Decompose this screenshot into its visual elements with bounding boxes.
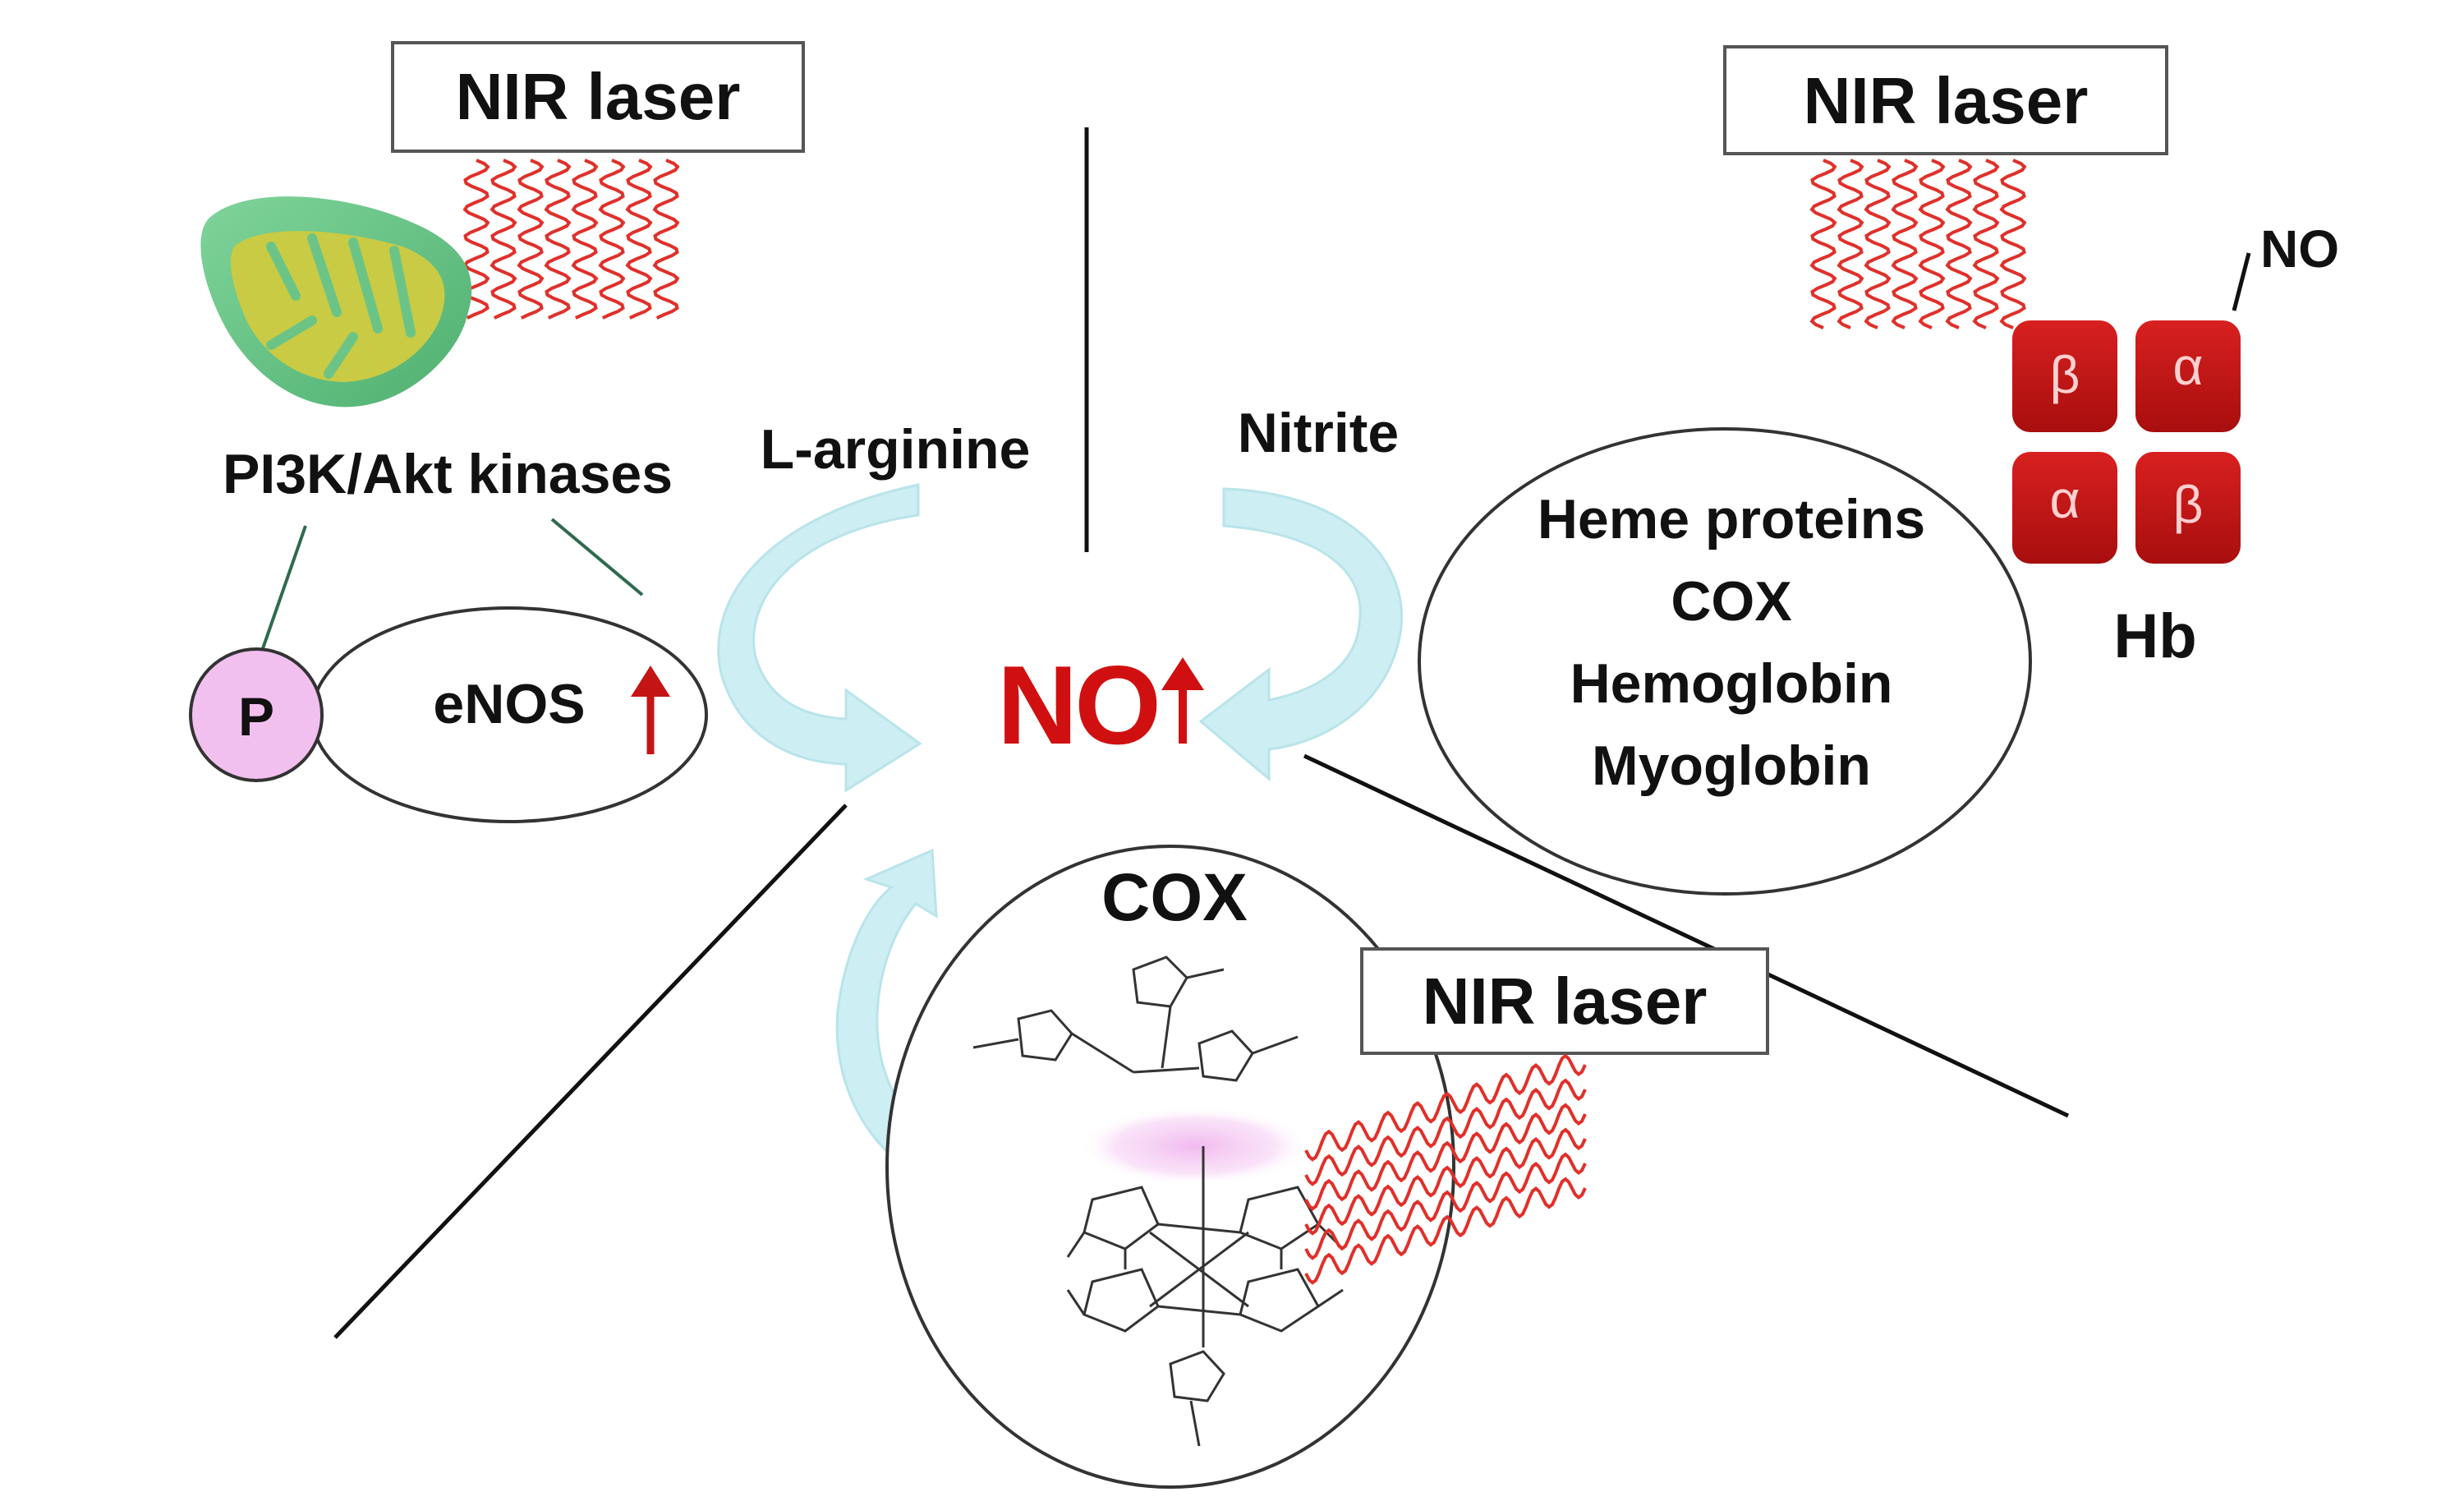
heme-list-item: Heme proteins <box>1538 488 1925 550</box>
laser-wave <box>1972 159 2000 329</box>
laser-wave <box>517 159 545 320</box>
laser-wave <box>1809 159 1837 329</box>
hb-subunit-beta-2: β <box>2173 475 2204 534</box>
laser-wave <box>625 159 653 320</box>
phosphate-circle: P <box>189 647 324 782</box>
pi3k-akt-label: PI3K/Akt kinases <box>223 443 673 505</box>
hb-subunit-alpha-2: α <box>2050 470 2080 529</box>
heme-proteins-ellipse <box>1418 427 2032 896</box>
laser-wave <box>1864 159 1892 329</box>
laser-wave <box>1304 1177 1587 1285</box>
arrow-nitrite-to-no <box>1198 487 1403 782</box>
hb-label: Hb <box>2113 601 2196 671</box>
laser-wave <box>490 159 517 320</box>
laser-box-top-left: NIR laser <box>391 41 805 153</box>
heme-list-item: COX <box>1671 570 1791 633</box>
enos-label: eNOS <box>433 673 585 735</box>
no-up-arrow-icon <box>1161 657 1204 744</box>
laser-wave <box>598 159 626 320</box>
laser-label-top-left: NIR laser <box>456 60 741 133</box>
cox-heme-structure-icon <box>972 956 1345 1447</box>
heme-list-item: Hemoglobin <box>1570 652 1893 715</box>
hb-subunit-beta-1: β <box>2050 345 2080 404</box>
laser-waves-top-left <box>462 159 680 320</box>
divider-lines <box>333 127 2070 1339</box>
hb-no-bond-line <box>2232 252 2251 311</box>
mitochondrion-icon <box>200 196 472 408</box>
enos-up-arrow-icon <box>631 665 670 754</box>
laser-wave <box>652 159 680 320</box>
laser-label-bottom: NIR laser <box>1423 965 1708 1038</box>
laser-wave <box>1945 159 1973 329</box>
laser-wave <box>1891 159 1919 329</box>
heme-proteins-list: Heme proteins COX Hemoglobin Myoglobin <box>1538 488 1925 797</box>
hb-subunit-alpha-1: α <box>2173 337 2204 396</box>
nitrite-label: Nitrite <box>1238 402 1399 464</box>
hemoglobin-icon: β α α β <box>2012 320 2241 564</box>
laser-wave <box>1918 159 1946 329</box>
laser-wave <box>1304 1127 1587 1236</box>
laser-wave <box>1304 1078 1587 1186</box>
arrow-l-arginine-to-no <box>717 483 922 793</box>
laser-wave <box>1837 159 1864 329</box>
laser-wave <box>1304 1103 1587 1211</box>
phosphate-label: P <box>238 686 274 747</box>
laser-wave <box>571 159 599 320</box>
laser-box-top-right: NIR laser <box>1723 45 2168 155</box>
laser-wave <box>1999 159 2027 329</box>
heme-list-item: Myoglobin <box>1592 735 1871 797</box>
pi3k-connector-lines <box>260 518 644 654</box>
divider-diagonal-left <box>333 804 848 1339</box>
laser-wave <box>544 159 572 320</box>
laser-label-top-right: NIR laser <box>1804 64 2089 137</box>
divider-diagonal-right <box>1303 753 2070 1118</box>
laser-wave <box>1304 1152 1587 1260</box>
hb-no-label: NO <box>2260 219 2339 279</box>
cox-title-label: COX <box>1101 860 1248 935</box>
laser-waves-bottom <box>1304 1053 1587 1285</box>
l-arginine-label: L-arginine <box>761 418 1031 481</box>
no-center-label: NO <box>997 642 1158 767</box>
arrow-cox-to-no <box>835 848 995 1203</box>
laser-waves-top-right <box>1809 159 2027 329</box>
laser-wave <box>1304 1053 1587 1162</box>
curved-arrows <box>717 483 1403 1203</box>
laser-box-bottom: NIR laser <box>1360 947 1769 1055</box>
